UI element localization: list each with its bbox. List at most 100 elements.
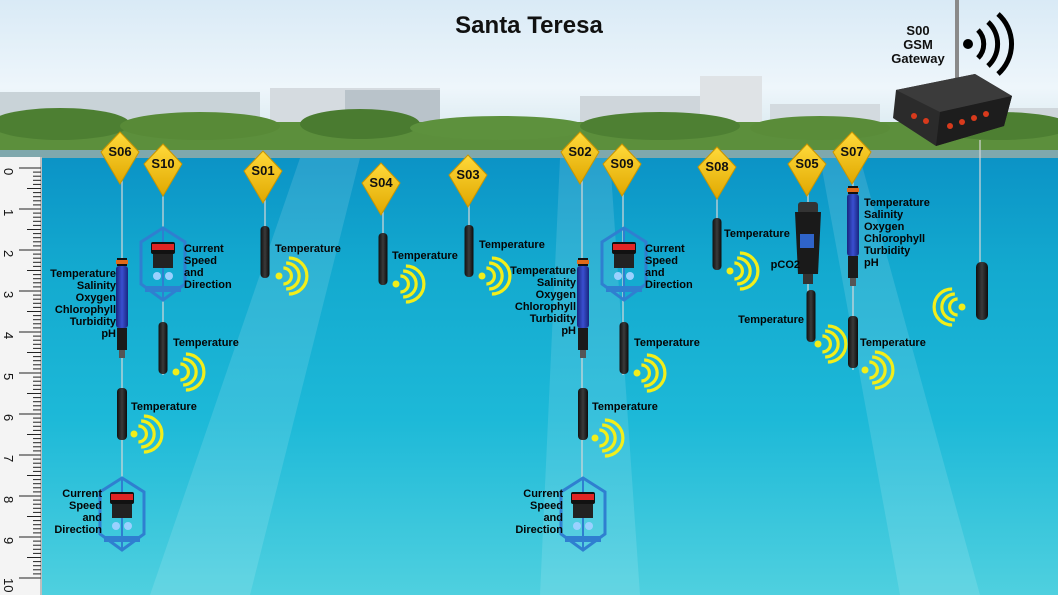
s02-current-line4: Direction xyxy=(515,524,563,536)
s02-multiparam-label: Temperature Salinity Oxygen Chlorophyll … xyxy=(510,265,576,337)
water-background xyxy=(0,157,1058,595)
s10-current-line2: Speed xyxy=(184,255,218,267)
s02-param-salinity: Salinity xyxy=(536,277,576,289)
s02-current-line3: and xyxy=(543,512,563,524)
gateway-line1: GSM xyxy=(903,37,933,52)
buoy-s01: S01 xyxy=(243,150,283,204)
s06-param-turbidity: Turbidity xyxy=(69,316,116,328)
temperature-probe xyxy=(378,233,388,285)
current-meter-frame xyxy=(98,476,146,552)
wireless-signal-icon xyxy=(130,414,164,454)
depth-tick-label: 3 xyxy=(1,291,16,298)
s05-pco2-label: pCO2 xyxy=(770,259,800,271)
s09-current-line1: Current xyxy=(645,243,685,255)
s10-temperature-label: Temperature xyxy=(173,337,239,349)
temperature-probe xyxy=(260,226,270,278)
multiparameter-sonde xyxy=(847,186,859,286)
s06-param-salinity: Salinity xyxy=(76,280,116,292)
s09-current-line4: Direction xyxy=(645,279,693,291)
wireless-signal-icon xyxy=(478,256,512,296)
s06-param-ph: pH xyxy=(101,328,116,340)
instruments xyxy=(98,186,859,552)
station-id-s08: S08 xyxy=(705,159,728,174)
s10-current-line1: Current xyxy=(184,243,224,255)
current-meter-frame xyxy=(559,476,607,552)
s07-param-chlorophyll: Chlorophyll xyxy=(864,233,926,245)
s02-param-turbidity: Turbidity xyxy=(529,313,576,325)
buoy-s03: S03 xyxy=(448,154,488,208)
s09-current-line2: Speed xyxy=(645,255,679,267)
pco2-sensor xyxy=(795,202,821,284)
buoy-s10: S10 xyxy=(143,143,183,197)
s02-temperature-label: Temperature xyxy=(592,401,658,413)
s08-temperature-label: Temperature xyxy=(724,228,790,240)
shoreline xyxy=(0,76,1058,158)
depth-tick-label: 7 xyxy=(1,455,16,462)
s06-param-oxygen: Oxygen xyxy=(75,292,116,304)
gsm-gateway-device xyxy=(893,0,1012,265)
s06-temperature-label: Temperature xyxy=(131,401,197,413)
wireless-signal-icon xyxy=(814,324,848,364)
depth-tick-label: 1 xyxy=(1,209,16,216)
s09-current-line3: and xyxy=(645,267,665,279)
temperature-probe xyxy=(117,388,127,440)
s02-param-ph: pH xyxy=(561,325,576,337)
s02-current-label: Current Speed and Direction xyxy=(515,488,563,536)
s02-param-chlorophyll: Chlorophyll xyxy=(514,301,576,313)
station-id-s06: S06 xyxy=(108,144,131,159)
wireless-signal-icon xyxy=(932,287,966,327)
gateway-label: S00 GSM Gateway xyxy=(882,24,954,66)
s02-current-line2: Speed xyxy=(529,500,563,512)
temperature-probe xyxy=(578,388,588,440)
s06-current-line3: and xyxy=(82,512,102,524)
s02-param-temperature: Temperature xyxy=(510,265,576,277)
depth-tick-label: 10 xyxy=(1,578,16,592)
station-id-s10: S10 xyxy=(151,156,174,171)
buoy-s06: S06 xyxy=(100,131,140,185)
s04-temperature-label: Temperature xyxy=(392,250,458,262)
buoy-s09: S09 xyxy=(602,143,642,197)
s06-current-line2: Speed xyxy=(68,500,102,512)
depth-tick-label: 5 xyxy=(1,373,16,380)
station-id-s02: S02 xyxy=(568,144,591,159)
s07-param-oxygen: Oxygen xyxy=(864,221,905,233)
wireless-signals xyxy=(130,251,966,458)
wireless-signal-icon xyxy=(591,418,625,458)
multiparameter-sonde xyxy=(116,258,128,358)
depth-tick-label: 0 xyxy=(1,168,16,175)
s07-param-ph: pH xyxy=(864,257,879,269)
buoy-s04: S04 xyxy=(361,162,401,216)
temperature-probe xyxy=(464,225,474,277)
multiparameter-sonde xyxy=(577,258,589,358)
s06-current-line1: Current xyxy=(62,488,102,500)
depth-tick-label: 8 xyxy=(1,496,16,503)
s06-multiparam-label: Temperature Salinity Oxygen Chlorophyll … xyxy=(50,268,116,340)
s02-param-oxygen: Oxygen xyxy=(535,289,576,301)
station-id-s01: S01 xyxy=(251,163,274,178)
s05-temperature-label: Temperature xyxy=(738,314,804,326)
s07-temperature-label: Temperature xyxy=(860,337,926,349)
s07-param-salinity: Salinity xyxy=(864,209,904,221)
station-id-s05: S05 xyxy=(795,156,818,171)
current-meter-frame xyxy=(139,226,187,302)
s06-current-label: Current Speed and Direction xyxy=(54,488,102,536)
station-id-s09: S09 xyxy=(610,156,633,171)
wireless-signal-icon xyxy=(861,350,895,390)
depth-tick-label: 4 xyxy=(1,332,16,339)
gateway-id: S00 xyxy=(906,23,930,38)
s06-current-line4: Direction xyxy=(54,524,102,536)
station-id-s07: S07 xyxy=(840,144,863,159)
wireless-signal-icon xyxy=(275,256,309,296)
wireless-signal-icon xyxy=(726,251,760,291)
s02-current-line1: Current xyxy=(523,488,563,500)
station-id-s04: S04 xyxy=(369,175,393,190)
station-id-s03: S03 xyxy=(456,167,479,182)
s01-temperature-label: Temperature xyxy=(275,243,341,255)
buoy-s02: S02 xyxy=(560,131,600,185)
s07-param-turbidity: Turbidity xyxy=(864,245,911,257)
depth-tick-label: 9 xyxy=(1,537,16,544)
s07-multiparam-label: Temperature Salinity Oxygen Chlorophyll … xyxy=(864,197,930,269)
s09-temperature-label: Temperature xyxy=(634,337,700,349)
